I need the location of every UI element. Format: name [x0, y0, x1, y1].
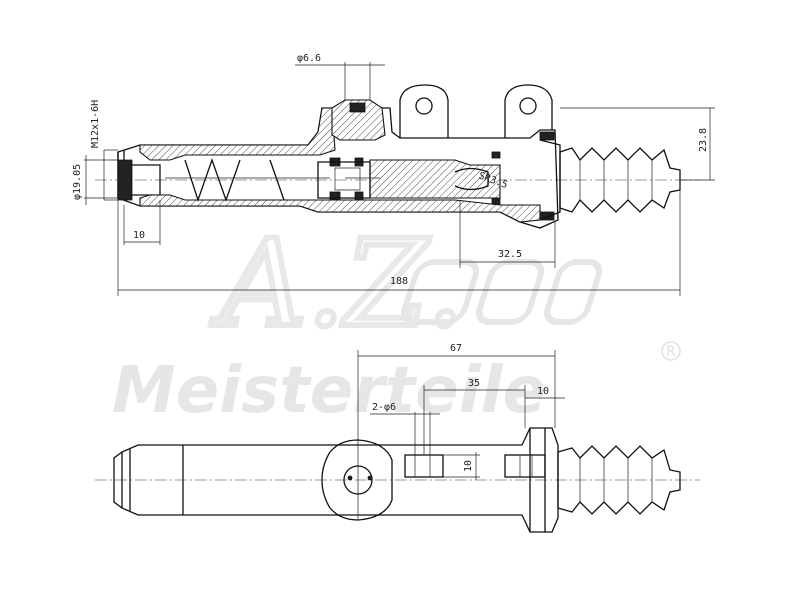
bore-wall-top — [139, 107, 336, 161]
dim-2-phi-6: 2-φ6 — [372, 402, 396, 413]
spring — [184, 158, 285, 203]
seal-bottom-4 — [539, 211, 555, 221]
inlet-port-core — [349, 102, 366, 113]
lug-side-1 — [404, 454, 444, 478]
seal-bottom-2 — [354, 191, 364, 201]
piston-nose — [454, 167, 489, 191]
dim-32-5: 32.5 — [498, 249, 522, 260]
watermark: A.Z. Meisterteile R — [112, 212, 681, 428]
valve-body — [317, 161, 371, 199]
lug-1-hole — [415, 97, 433, 115]
piston — [369, 159, 501, 199]
lug-2 — [504, 84, 553, 138]
mount-hole-2 — [367, 475, 373, 481]
exterior-flange — [529, 428, 546, 532]
dim-phi-6-6: φ6.6 — [297, 53, 321, 64]
nose-cap — [117, 159, 133, 201]
dim-10-nose: 10 — [133, 230, 145, 241]
dim-phi-19-05: φ19.05 — [72, 164, 83, 200]
watermark-logo: A.Z. — [210, 215, 464, 354]
section-view — [95, 84, 700, 229]
bore-wall-bottom — [139, 194, 541, 223]
lug-1 — [399, 84, 449, 138]
seal-bottom-1 — [329, 191, 341, 201]
dim-67: 67 — [450, 343, 462, 354]
valve-inner — [334, 167, 380, 191]
section-dimensions: φ6.6 M12x1-6H φ19.05 23.8 SR3.5 10 32.5 … — [72, 53, 715, 296]
dim-23-8: 23.8 — [698, 128, 709, 152]
exterior-dimensions: 67 35 10 2-φ6 10 — [357, 343, 565, 520]
exterior-boot-ribs — [579, 458, 653, 502]
seal-top-4 — [539, 131, 555, 141]
watermark-brand: Meisterteile — [112, 354, 546, 428]
dim-m12: M12x1-6H — [90, 100, 101, 148]
dim-35: 35 — [468, 378, 480, 389]
lug-side-2 — [504, 454, 546, 478]
lug-2-hole — [519, 97, 537, 115]
dim-188: 188 — [390, 276, 408, 287]
seal-top-3 — [491, 151, 501, 159]
mount-hole-1 — [347, 475, 353, 481]
nose-inner — [132, 164, 161, 196]
exterior-nose — [113, 445, 184, 515]
dim-10-side: 10 — [463, 460, 474, 472]
watermark-registered: R — [666, 344, 676, 360]
dim-10-top: 10 — [537, 386, 549, 397]
inlet-port — [331, 99, 386, 141]
exterior-body — [121, 427, 559, 533]
boot-ribs — [579, 160, 653, 200]
seal-bottom-3 — [491, 197, 501, 205]
exterior-view — [95, 427, 700, 533]
